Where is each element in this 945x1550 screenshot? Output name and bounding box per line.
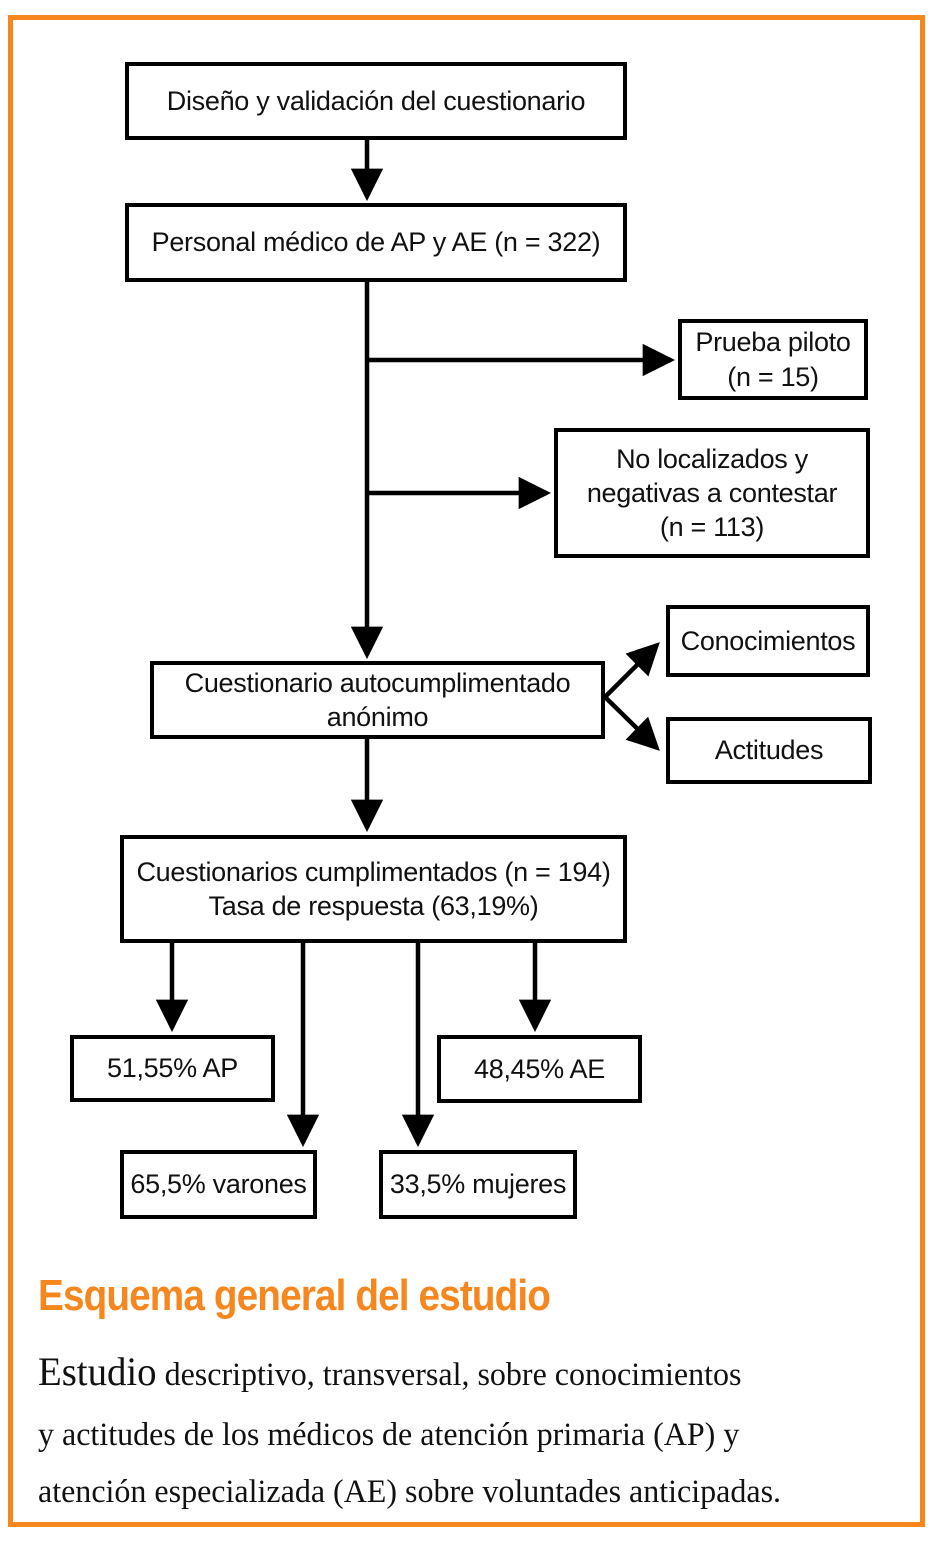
flowchart-box-diseno-label: Diseño y validación del cuestionario [166,85,586,116]
figure-caption-line3: atención especializada (AE) sobre volunt… [38,1473,782,1510]
flowchart-box-diseno: Diseño y validación del cuestionario [125,62,627,140]
flowchart-box-personal-medico: Personal médico de AP y AE (n = 322) [125,203,627,282]
flowchart-box-ae-percent-label: 48,45% AE [474,1053,605,1084]
flowchart-box-cuestionario-anonimo: Cuestionario autocumplimentado anónimo [150,661,605,739]
figure-caption: Estudio descriptivo, transversal, sobre … [38,1338,892,1520]
flowchart-box-no-localizados-label: No localizados y negativas a contestar (… [586,443,838,542]
figure-caption-line1: descriptivo, transversal, sobre conocimi… [164,1357,742,1393]
flowchart-box-no-localizados: No localizados y negativas a contestar (… [554,428,870,558]
flowchart-box-varones-percent-label: 65,5% varones [130,1169,307,1200]
flowchart-box-personal-medico-label: Personal médico de AP y AE (n = 322) [151,227,601,258]
flowchart-box-ap-percent: 51,55% AP [70,1035,275,1102]
arrow-fan-to-conocimientos [603,642,660,699]
figure-caption-lead-word: Estudio [38,1349,157,1394]
flowchart-box-cumplimentados-label: Cuestionarios cumplimentados (n = 194) T… [136,856,611,921]
flowchart-box-conocimientos: Conocimientos [666,605,870,677]
flowchart-box-mujeres-percent: 33,5% mujeres [379,1150,577,1219]
flowchart-box-actitudes-label: Actitudes [714,735,824,766]
flowchart-box-actitudes: Actitudes [666,717,872,784]
flowchart-box-prueba-piloto: Prueba piloto (n = 15) [678,319,868,400]
flowchart-box-cumplimentados: Cuestionarios cumplimentados (n = 194) T… [120,835,627,943]
flowchart-box-mujeres-percent-label: 33,5% mujeres [389,1169,567,1200]
flowchart-box-varones-percent: 65,5% varones [120,1150,317,1219]
arrow-fan-to-actitudes [603,695,660,751]
page-border [8,15,925,1527]
flowchart-box-prueba-piloto-label: Prueba piloto (n = 15) [695,327,851,392]
figure-caption-line2: y actitudes de los médicos de atención p… [38,1416,740,1453]
flowchart-box-ap-percent-label: 51,55% AP [107,1053,238,1084]
flowchart-box-cuestionario-anonimo-label: Cuestionario autocumplimentado anónimo [184,667,571,732]
flowchart-box-ae-percent: 48,45% AE [437,1035,642,1103]
figure-title: Esquema general del estudio [38,1271,551,1320]
flowchart-box-conocimientos-label: Conocimientos [680,625,856,656]
